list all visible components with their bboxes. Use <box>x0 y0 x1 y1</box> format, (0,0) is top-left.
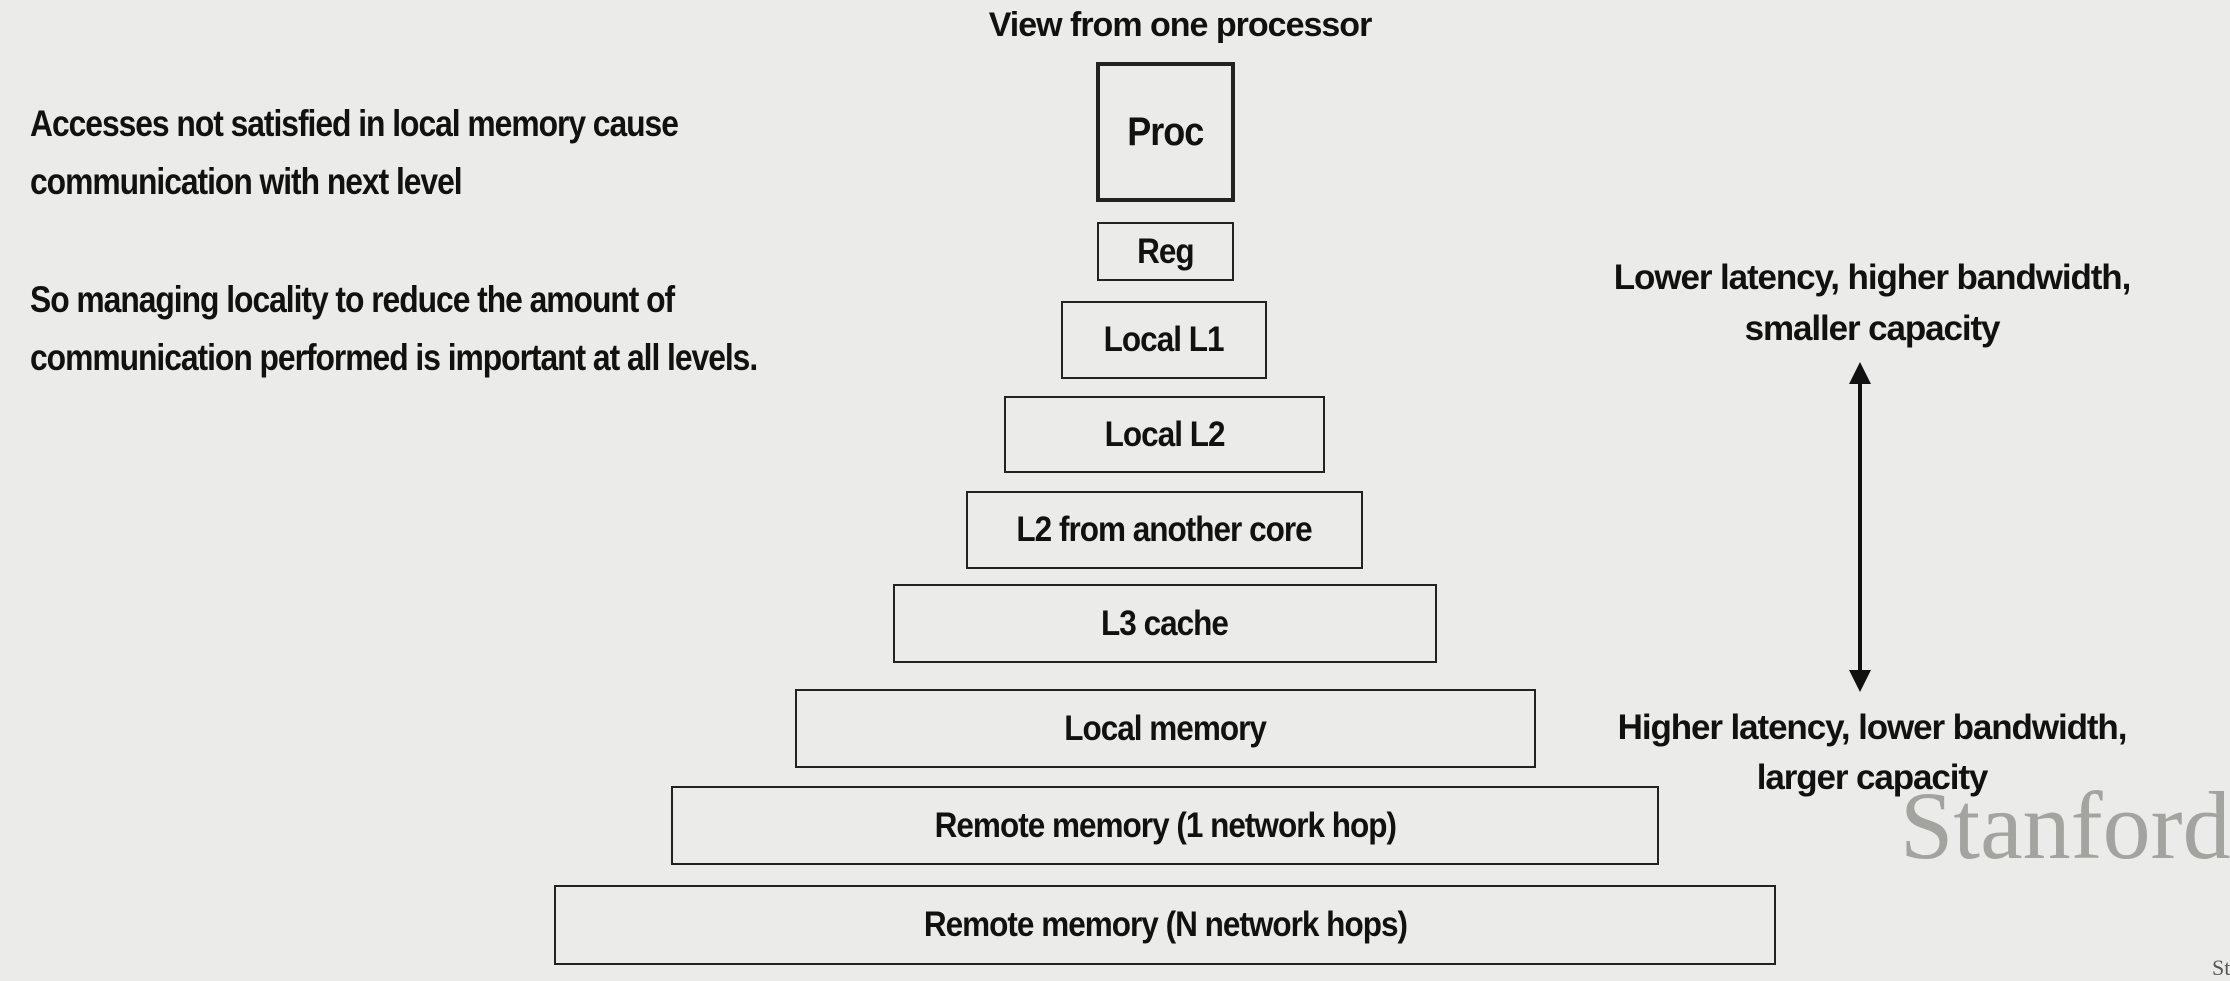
para1-line1: Accesses not satisfied in local memory c… <box>30 103 679 144</box>
level-remote-memory-n-hops: Remote memory (N network hops) <box>554 885 1776 965</box>
level-reg: Reg <box>1097 222 1234 281</box>
level-label: Local memory <box>1064 708 1268 748</box>
level-label: Reg <box>1137 231 1195 271</box>
axis-bottom-line2: larger capacity <box>1756 758 1989 797</box>
level-l2-another-core: L2 from another core <box>966 491 1363 569</box>
level-label: Local L2 <box>1104 414 1226 454</box>
level-label: L3 cache <box>1101 603 1230 643</box>
para1-line2: communication with next level <box>30 161 463 202</box>
level-label: Local L1 <box>1104 320 1225 359</box>
level-local-l1: Local L1 <box>1061 301 1267 379</box>
para2-line1: So managing locality to reduce the amoun… <box>30 279 675 320</box>
stanford-watermark: Stanford <box>1900 772 2230 879</box>
stanford-watermark-small: St <box>2212 955 2230 980</box>
para2-line2: communication performed is important at … <box>30 337 758 378</box>
level-local-memory: Local memory <box>795 689 1536 768</box>
level-l3-cache: L3 cache <box>893 584 1437 663</box>
double-headed-vertical-arrow-icon <box>1849 362 1871 692</box>
proc-label: Proc <box>1127 109 1204 154</box>
level-label: Remote memory (N network hops) <box>923 905 1407 944</box>
level-local-l2: Local L2 <box>1004 396 1325 473</box>
proc-box: Proc <box>1096 62 1235 202</box>
axis-bottom-line1: Higher latency, lower bandwidth, <box>1617 708 2128 747</box>
diagram-title: View from one processor <box>988 6 1373 44</box>
level-remote-memory-1-hop: Remote memory (1 network hop) <box>671 786 1659 865</box>
axis-top-line2: smaller capacity <box>1744 309 2001 348</box>
axis-top-line1: Lower latency, higher bandwidth, <box>1613 258 2132 297</box>
level-label: Remote memory (1 network hop) <box>934 805 1396 845</box>
level-label: L2 from another core <box>1016 510 1313 549</box>
